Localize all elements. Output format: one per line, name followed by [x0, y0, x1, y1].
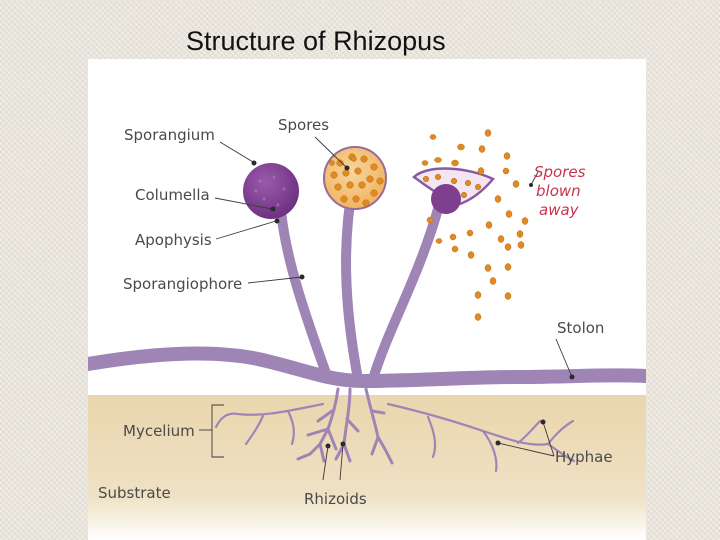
label-spores-blown-line-1: Spores [534, 163, 586, 181]
label-spores-blown-line-2: blown [536, 182, 581, 200]
label-columella: Columella [135, 186, 210, 204]
leader-lines [199, 136, 575, 481]
label-spores-blown-line-3: away [539, 201, 580, 219]
label-hyphae: Hyphae [555, 448, 613, 466]
label-spores: Spores [278, 116, 329, 134]
mycelium-hyphae [214, 402, 576, 473]
stolon [88, 346, 646, 389]
burst-columella [431, 184, 461, 214]
sporangium-texture [254, 175, 286, 207]
label-sporangiophore: Sporangiophore [123, 275, 242, 293]
label-mycelium: Mycelium [123, 422, 195, 440]
label-stolon: Stolon [557, 319, 604, 337]
sporangiophore-middle [341, 179, 363, 384]
label-sporangium: Sporangium [124, 126, 215, 144]
spores-blown-away [421, 129, 529, 321]
label-substrate: Substrate [98, 484, 171, 502]
rhizopus-diagram: Sporangium Spores Columella Apophysis Sp… [88, 59, 646, 540]
rhizoids [296, 387, 394, 465]
label-apophysis: Apophysis [135, 231, 212, 249]
slide-title: Structure of Rhizopus [186, 26, 446, 56]
diagram-canvas: Sporangium Spores Columella Apophysis Sp… [88, 116, 646, 540]
substrate-layer [88, 395, 646, 540]
spores-cluster [329, 153, 384, 207]
label-rhizoids: Rhizoids [304, 490, 367, 508]
sporangium-purple [243, 163, 299, 219]
spores-in-burst-sporangium [422, 173, 482, 199]
sporangiophore-left [276, 206, 333, 384]
sporangiophore-right [368, 204, 443, 384]
